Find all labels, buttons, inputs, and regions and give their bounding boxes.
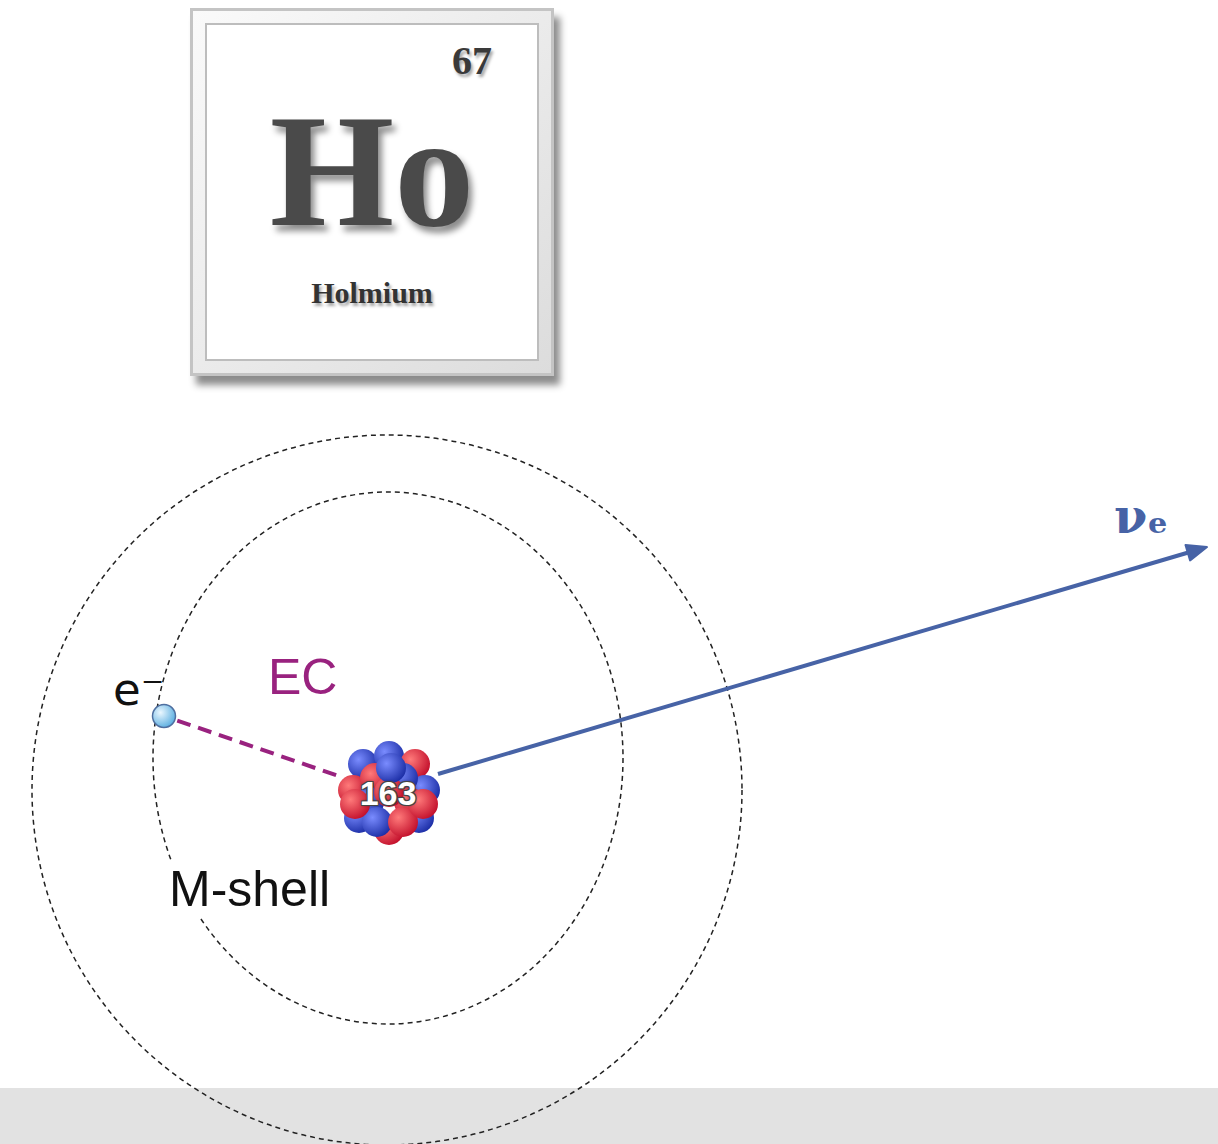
element-name: Holmium (193, 278, 551, 308)
electron-symbol: e⁻ (113, 667, 164, 712)
process-label: EC (266, 648, 339, 706)
footer-band (0, 1088, 1218, 1144)
capture-line (177, 721, 339, 777)
outer-shell (32, 435, 742, 1144)
arrow-head (1186, 545, 1208, 560)
nucleus: 163 (333, 738, 443, 848)
mass-number: 163 (333, 738, 443, 848)
atomic-number: 67 (193, 41, 551, 81)
neutrino-label: νₑ (1112, 488, 1171, 544)
electron: e⁻ (151, 703, 177, 729)
m-shell-orbit (153, 492, 623, 1024)
element-symbol: Ho (193, 91, 551, 251)
neutrino-arrow (438, 552, 1190, 774)
element-tile: 67HoHolmium (190, 8, 554, 376)
shell-label: M-shell (167, 860, 332, 918)
